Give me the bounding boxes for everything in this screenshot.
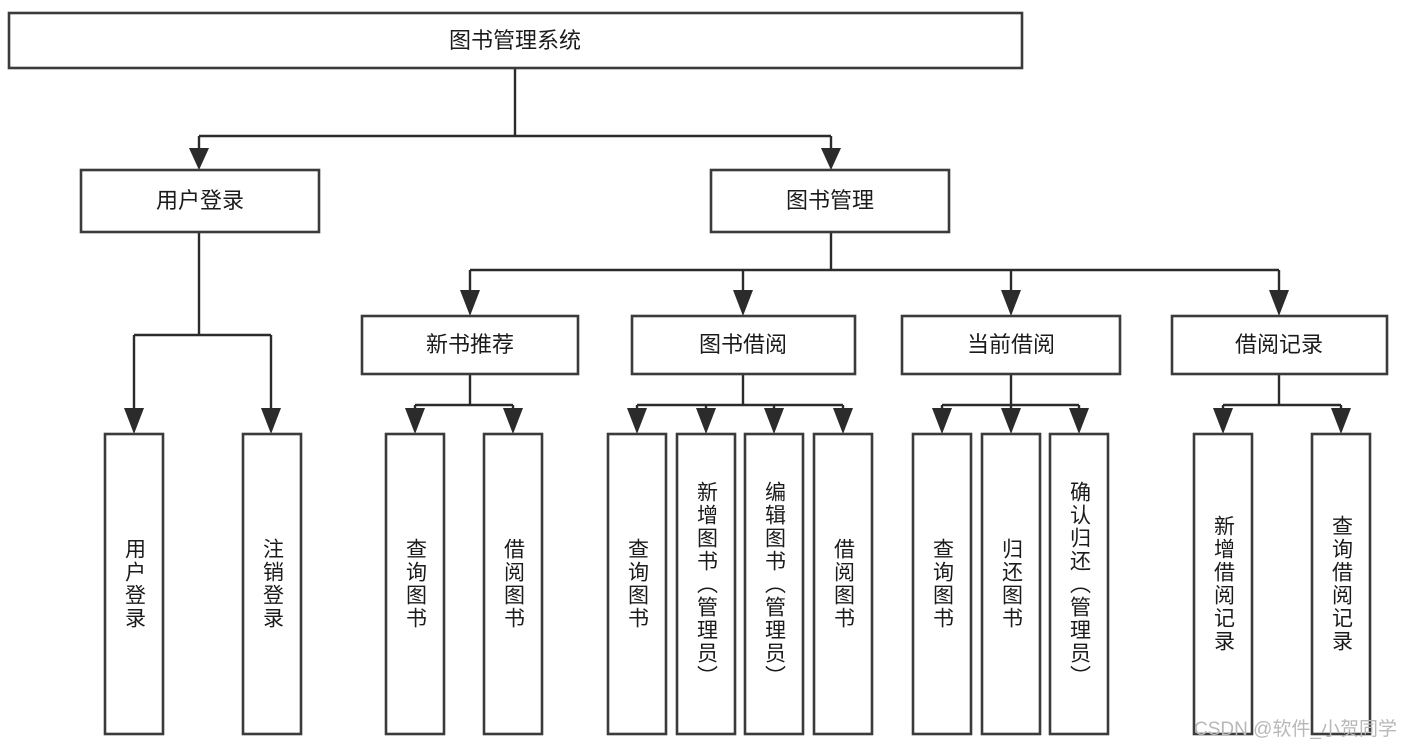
node-leaf-borrow-record-1[interactable] — [1192, 432, 1254, 736]
node-leaf-user-login-1[interactable] — [103, 432, 165, 736]
node-current-borrow-label: 当前借阅 — [967, 332, 1055, 357]
node-book-management-label: 图书管理 — [786, 188, 874, 213]
node-leaf-current-borrow-2[interactable] — [980, 432, 1042, 736]
node-current-borrow[interactable] — [900, 314, 1122, 376]
arrow-book-mgmt-c3 — [1001, 290, 1021, 316]
arrow-root-to-user-login — [189, 148, 209, 170]
arrow-book-borrow-c2 — [696, 408, 716, 434]
node-leaf-current-borrow-3[interactable] — [1048, 432, 1110, 736]
arrow-book-borrow-c1 — [627, 408, 647, 434]
connector-layer — [124, 68, 1351, 434]
arrow-book-borrow-c3 — [764, 408, 784, 434]
arrow-new-book-c2 — [503, 408, 523, 434]
node-new-book-recommend[interactable] — [360, 314, 580, 376]
arrow-book-mgmt-c4 — [1269, 290, 1289, 316]
node-leaf-book-borrow-3[interactable] — [743, 432, 805, 736]
node-root[interactable] — [7, 11, 1024, 70]
arrow-new-book-c1 — [405, 408, 425, 434]
node-new-book-recommend-label: 新书推荐 — [426, 332, 514, 357]
arrow-current-borrow-c3 — [1069, 408, 1089, 434]
node-leaf-new-book-1[interactable] — [384, 432, 446, 736]
node-leaf-book-borrow-4[interactable] — [812, 432, 874, 736]
node-book-management[interactable] — [709, 168, 951, 234]
watermark: CSDN @软件_小贺同学 — [1194, 719, 1397, 740]
arrow-current-borrow-c2 — [1001, 408, 1021, 434]
node-user-login-label: 用户登录 — [156, 188, 244, 213]
arrow-root-to-book-mgmt — [821, 148, 841, 170]
arrow-user-login-c1 — [124, 408, 144, 434]
arrow-book-borrow-c4 — [833, 408, 853, 434]
arrow-book-mgmt-c1 — [460, 290, 480, 316]
arrow-user-login-c2 — [261, 408, 281, 434]
node-root-label: 图书管理系统 — [449, 28, 581, 53]
node-borrow-record[interactable] — [1170, 314, 1389, 376]
node-leaf-current-borrow-1[interactable] — [911, 432, 973, 736]
arrow-book-mgmt-c2 — [733, 290, 753, 316]
node-leaf-user-login-2[interactable] — [241, 432, 303, 736]
node-leaf-borrow-record-2[interactable] — [1310, 432, 1372, 736]
node-book-borrow[interactable] — [630, 314, 857, 376]
node-user-login[interactable] — [79, 168, 321, 234]
node-leaf-book-borrow-1[interactable] — [606, 432, 668, 736]
arrow-current-borrow-c1 — [932, 408, 952, 434]
node-leaf-book-borrow-2[interactable] — [675, 432, 737, 736]
arrow-borrow-record-c1 — [1213, 408, 1233, 434]
arrow-borrow-record-c2 — [1331, 408, 1351, 434]
node-leaf-new-book-2[interactable] — [482, 432, 544, 736]
node-book-borrow-label: 图书借阅 — [699, 332, 787, 357]
node-layer: 图书管理系统 用户登录 图书管理 新书推荐 图书借阅 当前借阅 借阅记录 — [7, 11, 1389, 736]
node-borrow-record-label: 借阅记录 — [1235, 332, 1323, 357]
